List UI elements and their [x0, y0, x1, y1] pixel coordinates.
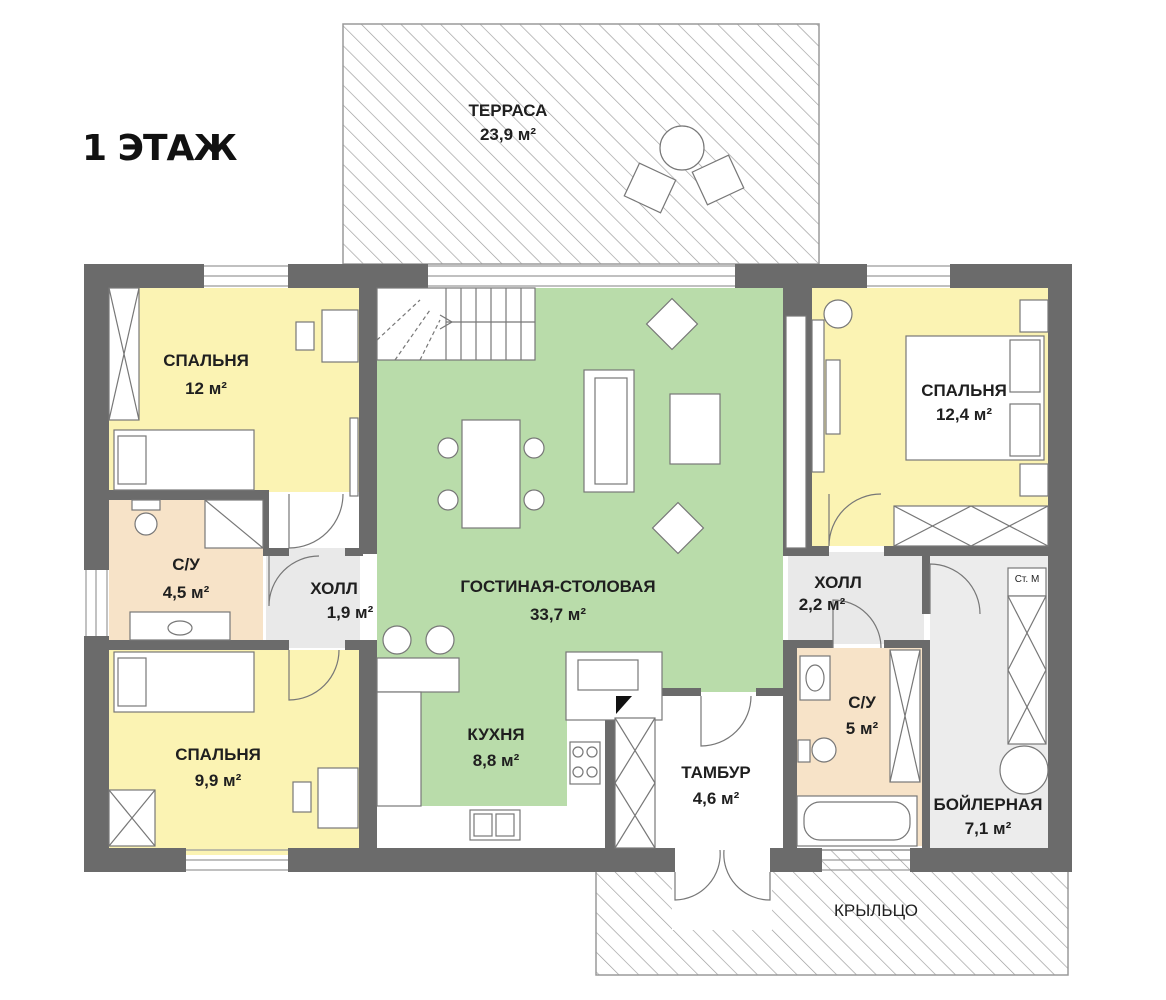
dining-set — [437, 419, 545, 529]
bedroom-top-left-name: СПАЛЬНЯ — [163, 351, 249, 370]
bedroom-right-area: 12,4 м² — [936, 405, 992, 424]
hall-right-name: ХОЛЛ — [814, 573, 862, 592]
vestibule-wardrobe — [614, 717, 656, 849]
terrace-name: ТЕРРАСА — [469, 101, 548, 120]
vestibule-name: ТАМБУР — [681, 763, 750, 782]
floor-title: 1 ЭТАЖ — [82, 128, 237, 169]
exterior-walls — [84, 264, 1072, 872]
doors — [268, 493, 981, 901]
staircase — [376, 287, 536, 361]
hall-right-area: 2,2 м² — [799, 595, 846, 614]
hall-right-fill — [788, 552, 924, 644]
bathroom-left-fixtures — [129, 499, 264, 641]
terrace-area — [342, 23, 820, 265]
bedroom-right-furniture — [785, 299, 1049, 549]
bedroom-top-left-furniture — [108, 287, 359, 497]
kitchen-fixtures — [376, 625, 663, 841]
hall-left-fill — [266, 548, 360, 648]
bedroom-bottom-left-furniture — [108, 651, 359, 847]
terrace-furniture — [623, 125, 745, 214]
washer-label: Ст. М — [1015, 574, 1040, 585]
bedroom-bottom-left-area: 9,9 м² — [195, 771, 242, 790]
bathroom-right-name: С/У — [848, 693, 876, 712]
hall-left-area: 1,9 м² — [327, 603, 374, 622]
living-dining-area: 33,7 м² — [530, 605, 586, 624]
windows — [85, 265, 950, 871]
lounge-set — [583, 297, 721, 555]
boiler-room-name: БОЙЛЕРНАЯ — [933, 795, 1042, 814]
porch-name: КРЫЛЬЦО — [834, 901, 918, 920]
living-dining-name: ГОСТИНАЯ-СТОЛОВАЯ — [460, 577, 655, 596]
boiler-room-fixtures — [999, 567, 1049, 795]
vestibule-area: 4,6 м² — [693, 789, 740, 808]
bathroom-right-fixtures — [796, 649, 921, 847]
bathroom-left-area: 4,5 м² — [163, 583, 210, 602]
bathroom-right-area: 5 м² — [846, 719, 879, 738]
bathroom-left-name: С/У — [172, 555, 200, 574]
bedroom-bottom-left-name: СПАЛЬНЯ — [175, 745, 261, 764]
bedroom-right-name: СПАЛЬНЯ — [921, 381, 1007, 400]
terrace-area-value: 23,9 м² — [480, 125, 536, 144]
bedroom-top-left-area: 12 м² — [185, 379, 227, 398]
boiler-room-area: 7,1 м² — [965, 819, 1012, 838]
kitchen-name: КУХНЯ — [467, 725, 524, 744]
kitchen-area: 8,8 м² — [473, 751, 520, 770]
hall-left-name: ХОЛЛ — [310, 579, 358, 598]
